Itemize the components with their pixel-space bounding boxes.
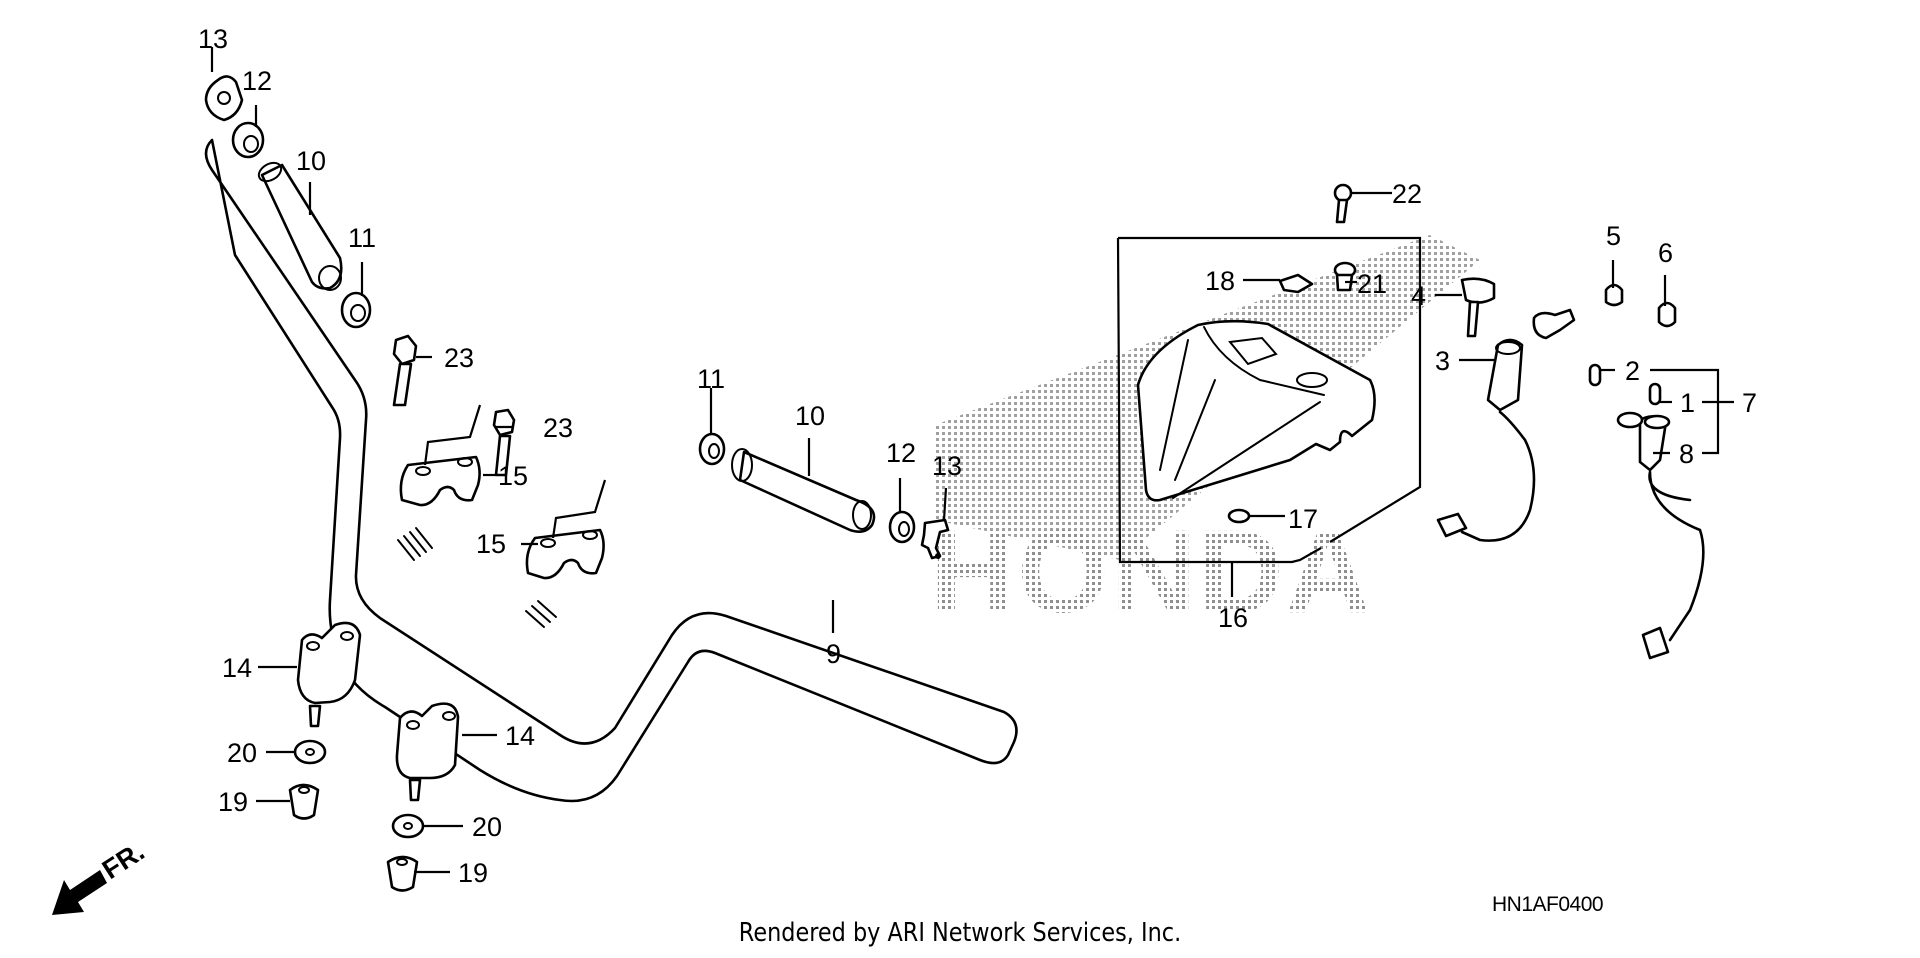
callout-10[interactable]: 10 bbox=[296, 146, 326, 176]
bulb-1[interactable] bbox=[1648, 382, 1662, 406]
bulb-cap-5[interactable] bbox=[1604, 283, 1624, 307]
callout-12[interactable]: 12 bbox=[242, 66, 272, 96]
handlebar-weight-nut-left[interactable] bbox=[231, 121, 265, 159]
callout-5[interactable]: 5 bbox=[1606, 221, 1621, 251]
callout-3[interactable]: 3 bbox=[1435, 346, 1450, 376]
callout-9[interactable]: 9 bbox=[826, 639, 841, 669]
bulb-cap-6[interactable] bbox=[1657, 301, 1677, 328]
handlebar-weight-clip-left[interactable] bbox=[204, 75, 244, 122]
bolt-23-lower[interactable] bbox=[492, 408, 516, 477]
callout-22[interactable]: 22 bbox=[1392, 179, 1422, 209]
callout-4[interactable]: 4 bbox=[1411, 281, 1426, 311]
handlebar-end-nut-left[interactable] bbox=[340, 291, 372, 329]
ignition-switch[interactable] bbox=[1436, 308, 1576, 542]
callout-13[interactable]: 13 bbox=[932, 451, 962, 481]
grommet-17[interactable] bbox=[1227, 508, 1251, 524]
handlebar-weight-rod-right[interactable] bbox=[731, 448, 876, 533]
nut-19-a[interactable] bbox=[288, 783, 320, 820]
meter-cover[interactable] bbox=[1136, 319, 1376, 502]
callout-2[interactable]: 2 bbox=[1625, 356, 1640, 386]
callout-7[interactable]: 7 bbox=[1742, 388, 1757, 418]
callout-11[interactable]: 11 bbox=[697, 364, 725, 394]
callout-14[interactable]: 14 bbox=[505, 721, 535, 751]
callout-12[interactable]: 12 bbox=[886, 438, 916, 468]
callout-23[interactable]: 23 bbox=[543, 413, 573, 443]
callout-19[interactable]: 19 bbox=[218, 787, 248, 817]
callout-19[interactable]: 19 bbox=[458, 858, 488, 888]
rendered-by-footer: Rendered by ARI Network Services, Inc. bbox=[738, 918, 1182, 948]
callout-21[interactable]: 21 bbox=[1357, 269, 1387, 299]
callout-17[interactable]: 17 bbox=[1288, 504, 1318, 534]
callout-18[interactable]: 18 bbox=[1205, 266, 1235, 296]
honda-watermark-text: HONDA bbox=[930, 506, 1373, 638]
callout-15[interactable]: 15 bbox=[476, 529, 506, 559]
callout-8[interactable]: 8 bbox=[1679, 439, 1694, 469]
handlebar-weight-rod-left[interactable] bbox=[256, 159, 343, 291]
callout-20[interactable]: 20 bbox=[472, 812, 502, 842]
clip-18[interactable] bbox=[1278, 273, 1314, 294]
key-cap-4[interactable] bbox=[1460, 277, 1496, 338]
diagram-reference-code: HN1AF0400 bbox=[1492, 893, 1604, 916]
callout-6[interactable]: 6 bbox=[1658, 238, 1673, 268]
handlebar-end-nut-right[interactable] bbox=[698, 432, 726, 466]
callout-20[interactable]: 20 bbox=[227, 738, 257, 768]
nut-21[interactable] bbox=[1333, 261, 1357, 292]
callout-labels: 13 12 10 11 23 23 15 15 11 10 12 13 9 14… bbox=[198, 24, 1757, 888]
handlebar-lower-holder-b[interactable] bbox=[395, 702, 460, 802]
washer-20-b[interactable] bbox=[391, 813, 425, 839]
socket-cord-8[interactable] bbox=[1638, 414, 1705, 660]
screw-22[interactable] bbox=[1333, 183, 1353, 224]
bulb-2[interactable] bbox=[1588, 363, 1602, 387]
callout-14[interactable]: 14 bbox=[222, 653, 252, 683]
meter-cover-group-box bbox=[1116, 236, 1422, 564]
callout-16[interactable]: 16 bbox=[1218, 603, 1248, 633]
handlebar-lower-holder-a[interactable] bbox=[296, 621, 362, 728]
nut-19-b[interactable] bbox=[386, 855, 419, 892]
callout-15[interactable]: 15 bbox=[498, 461, 528, 491]
handlebar-weight-nut-right[interactable] bbox=[888, 510, 916, 544]
knurl-left bbox=[397, 527, 557, 628]
handlebar-weight-clip-right[interactable] bbox=[920, 518, 950, 560]
front-direction-label: FR. bbox=[97, 836, 150, 885]
handlebar-upper-holder-a[interactable] bbox=[399, 404, 482, 507]
callout-11[interactable]: 11 bbox=[348, 223, 376, 253]
front-direction-arrow-icon: FR. bbox=[52, 836, 150, 915]
washer-20-a[interactable] bbox=[293, 739, 327, 765]
socket-cord-left-branch[interactable] bbox=[1616, 411, 1644, 429]
leader-lines bbox=[210, 47, 1734, 874]
callout-13[interactable]: 13 bbox=[198, 24, 228, 54]
bolt-23-upper[interactable] bbox=[392, 334, 418, 407]
callout-10[interactable]: 10 bbox=[795, 401, 825, 431]
callout-1[interactable]: 1 bbox=[1680, 388, 1695, 418]
handlebar-upper-holder-b[interactable] bbox=[525, 479, 607, 580]
callout-23[interactable]: 23 bbox=[444, 343, 474, 373]
